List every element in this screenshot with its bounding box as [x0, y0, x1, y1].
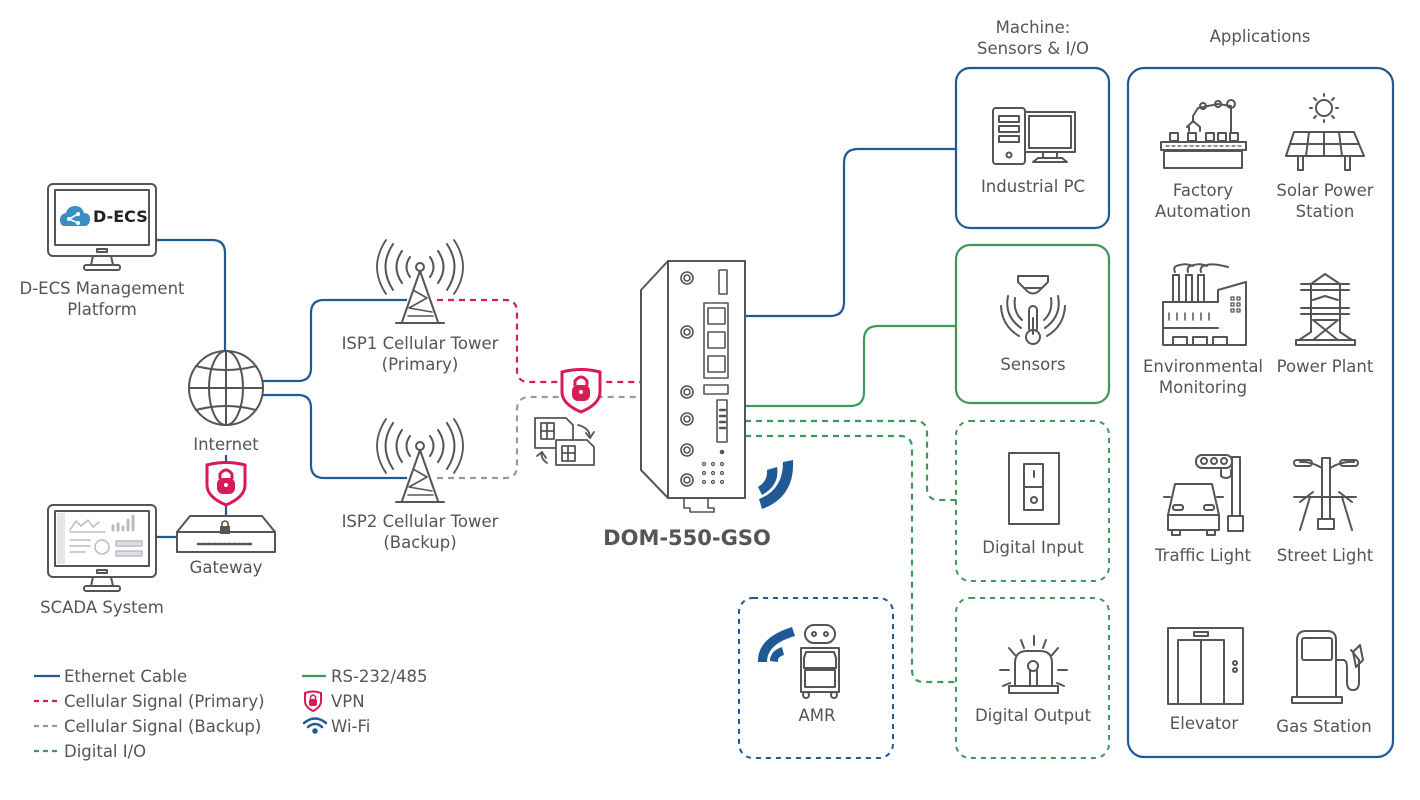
- applications-box: [1126, 66, 1395, 759]
- robot-icon: [800, 624, 840, 699]
- legend-wifi-icon: [302, 717, 328, 734]
- street-light-icon: [1293, 457, 1359, 531]
- app-label-solar: Solar Power Station: [1276, 181, 1374, 221]
- vpn-shield-cellular-icon: [560, 368, 602, 414]
- legend-item-wifi: Wi-Fi: [331, 717, 371, 736]
- digital-output-box[interactable]: [955, 597, 1110, 759]
- legend-item-digital-io: Digital I/O: [64, 742, 147, 761]
- scada-monitor-icon: [47, 504, 157, 592]
- factory-automation-icon: [1160, 99, 1247, 169]
- wifi-signal-device-icon: [758, 460, 794, 509]
- app-label-factory: Factory Automation: [1154, 181, 1252, 221]
- app-label-traffic-light: Traffic Light: [1155, 546, 1251, 565]
- app-label-power-plant: Power Plant: [1276, 357, 1374, 376]
- switch-icon: [1008, 452, 1060, 525]
- decs-label: D-ECS Management Platform: [19, 279, 185, 319]
- solar-power-station-icon: [1285, 93, 1365, 171]
- elevator-icon: [1167, 627, 1244, 705]
- industrial-pc-box[interactable]: [954, 66, 1111, 230]
- digital-output-label: Digital Output: [974, 706, 1092, 725]
- alarm-beacon-icon: [999, 635, 1068, 694]
- legend-item-rs485: RS-232/485: [331, 667, 428, 686]
- industrial-pc-label: Industrial PC: [980, 177, 1086, 196]
- app-label-gas-station: Gas Station: [1276, 717, 1372, 736]
- traffic-light-icon: [1163, 454, 1244, 536]
- environmental-monitoring-factory-icon: [1162, 263, 1247, 346]
- link-device-industrialpc: [745, 147, 956, 318]
- amr-box[interactable]: [738, 597, 894, 759]
- isp2-label: ISP2 Cellular Tower (Backup): [341, 512, 499, 552]
- link-isp1-device-primary: [437, 298, 641, 384]
- app-label-street-light: Street Light: [1276, 546, 1374, 565]
- link-isp2-device-backup: [437, 395, 641, 480]
- app-label-environmental: Environmental Monitoring: [1142, 357, 1264, 397]
- dual-sim-icon: [534, 417, 595, 466]
- legend-item-cellular-backup: Cellular Signal (Backup): [64, 717, 262, 736]
- link-internet-isp1: [263, 298, 407, 383]
- industrial-pc-icon: [992, 107, 1076, 165]
- power-plant-tower-icon: [1295, 273, 1356, 346]
- sensors-label: Sensors: [1000, 355, 1066, 374]
- device-label: DOM-550-GSO: [603, 526, 771, 550]
- gas-station-icon: [1291, 630, 1364, 704]
- sensors-box[interactable]: [954, 243, 1111, 405]
- gateway-router-icon: [176, 515, 276, 553]
- digital-input-label: Digital Input: [982, 538, 1084, 557]
- isp1-label: ISP1 Cellular Tower (Primary): [341, 334, 499, 374]
- dom-550-gso-device-icon[interactable]: [640, 260, 746, 513]
- decs-screen-text: D-ECS: [93, 207, 148, 226]
- legend-vpn-icon: [304, 690, 322, 713]
- wifi-signal-amr-icon: [757, 627, 795, 662]
- digital-input-box[interactable]: [955, 420, 1110, 582]
- cell-tower-backup-icon: [376, 418, 464, 503]
- legend-item-vpn: VPN: [331, 692, 365, 711]
- gateway-label: Gateway: [189, 558, 263, 577]
- legend-item-ethernet: Ethernet Cable: [64, 667, 188, 686]
- globe-icon: [188, 350, 264, 426]
- link-device-digitalinput: [745, 419, 956, 502]
- amr-label: AMR: [798, 706, 836, 725]
- legend-right: RS-232/485 VPN Wi-Fi: [331, 664, 427, 739]
- monitor-icon: [47, 183, 157, 271]
- legend-swatches: [34, 674, 326, 753]
- link-device-sensors: [745, 324, 956, 408]
- cell-tower-primary-icon: [376, 239, 464, 324]
- legend-item-cellular-primary: Cellular Signal (Primary): [64, 692, 265, 711]
- internet-label: Internet: [193, 435, 259, 454]
- vpn-shield-internet-icon: [205, 461, 247, 507]
- link-internet-isp2: [263, 393, 407, 480]
- link-device-digitaloutput: [745, 434, 956, 684]
- decs-cloud-icon: [60, 206, 90, 226]
- link-decs-internet: [156, 238, 227, 352]
- app-label-elevator: Elevator: [1169, 714, 1239, 733]
- machine-section-title: Machine: Sensors & I/O: [977, 18, 1089, 58]
- scada-label: SCADA System: [40, 598, 164, 617]
- legend-left: Ethernet Cable Cellular Signal (Primary)…: [64, 664, 265, 764]
- sensor-thermometer-icon: [1000, 275, 1066, 345]
- applications-title: Applications: [1209, 27, 1311, 46]
